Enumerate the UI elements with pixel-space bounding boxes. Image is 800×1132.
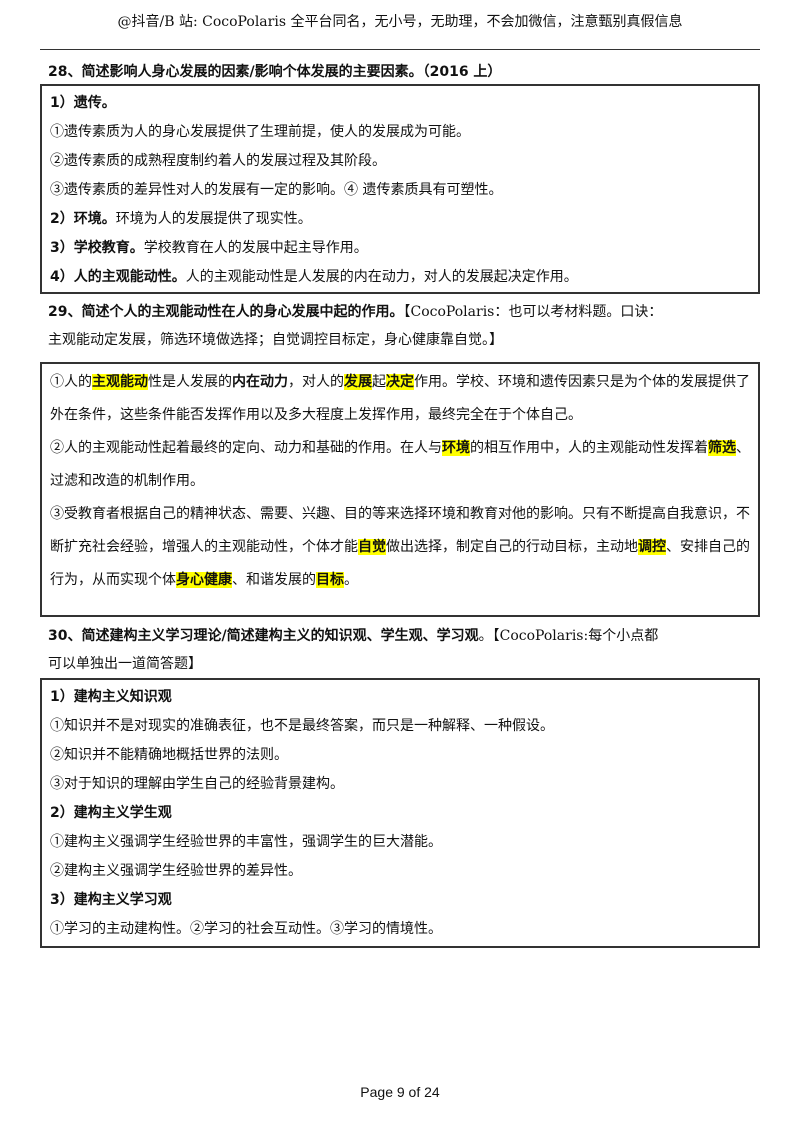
q28-line-4: ③遗传素质的差异性对人的发展有一定的影响。④ 遗传素质具有可塑性。 (50, 182, 503, 198)
q28-title: 28、简述影响人身心发展的因素/影响个体发展的主要因素。（2016 上） (48, 64, 502, 80)
text-run: ③受教育者根据自己的精神状态、需要、兴趣、目的等来选择环境和教育对他的影响。只有… (50, 506, 750, 555)
text-run: 、和谐发展的 (232, 572, 316, 588)
highlight-keyword: 环境 (442, 440, 470, 456)
q30-heading-3: 3）建构主义学习观 (50, 892, 172, 908)
q28-line-1: 1）遗传。 (50, 95, 116, 111)
q30-heading-1: 1）建构主义知识观 (50, 689, 172, 705)
q28-line-6: 3）学校教育。学校教育在人的发展中起主导作用。 (50, 234, 750, 263)
text-run: 起 (372, 374, 386, 390)
page-number: Page 9 of 24 (360, 1084, 440, 1100)
text-run: ，对人的 (288, 374, 344, 390)
q28-line-5-head: 2）环境。 (50, 211, 116, 227)
q30-title: 30、简述建构主义学习理论/简述建构主义的知识观、学生观、学习观。【CocoPo… (48, 622, 752, 678)
q28-line-3: ②遗传素质的成熟程度制约着人的发展过程及其阶段。 (50, 153, 386, 169)
highlight-keyword: 决定 (386, 374, 414, 390)
page-header: @抖音/B 站: CocoPolaris 全平台同名，无小号，无助理，不会加微信… (117, 14, 683, 30)
highlight-keyword: 身心健康 (176, 572, 232, 588)
text-run: 、过滤和改造的机制作用。 (50, 440, 750, 489)
text-run: 、安排自己的行为，从而实现个体 (50, 539, 750, 588)
text-run: 。 (344, 572, 358, 588)
bold-keyword: 内在动力 (232, 374, 288, 390)
q28-line-2: ①遗传素质为人的身心发展提供了生理前提，使人的发展成为可能。 (50, 124, 470, 140)
highlight-keyword: 自觉 (358, 539, 386, 555)
text-run: 的相互作用中，人的主观能动性发挥着 (470, 440, 708, 456)
q29-para-2: ②人的主观能动性起着最终的定向、动力和基础的作用。在人与环境的相互作用中，人的主… (50, 432, 750, 498)
q30-title-main: 30、简述建构主义学习理论/简述建构主义的知识观、学生观、学习观 (48, 628, 479, 644)
text-run: 性是人发展的 (148, 374, 232, 390)
q28-line-5: 2）环境。环境为人的发展提供了现实性。 (50, 205, 750, 234)
highlight-keyword: 主观能动 (92, 374, 148, 390)
text-run: ①人的 (50, 374, 92, 390)
q28-line-7: 4）人的主观能动性。人的主观能动性是人发展的内在动力，对人的发展起决定作用。 (50, 263, 750, 292)
q30-line-1-2: ②知识并不能精确地概括世界的法则。 (50, 747, 288, 763)
highlight-keyword: 发展 (344, 374, 372, 390)
highlight-keyword: 筛选 (708, 440, 736, 456)
q29-para-1: ①人的主观能动性是人发展的内在动力，对人的发展起决定作用。学校、环境和遗传因素只… (50, 366, 750, 432)
q30-title-note-2: 可以单独出一道简答题】 (48, 656, 202, 672)
q28-line-7-head: 4）人的主观能动性。 (50, 269, 186, 285)
q28-line-6-body: 学校教育在人的发展中起主导作用。 (143, 240, 368, 256)
q30-title-note: 。【CocoPolaris:每个小点都 (478, 628, 659, 644)
highlight-keyword: 调控 (638, 539, 666, 555)
header-divider (40, 49, 760, 50)
q30-line-2-2: ②建构主义强调学生经验世界的差异性。 (50, 863, 302, 879)
highlight-keyword: 目标 (316, 572, 344, 588)
q30-line-1-3: ③对于知识的理解由学生自己的经验背景建构。 (50, 776, 344, 792)
q28-answer-box: 1）遗传。 ①遗传素质为人的身心发展提供了生理前提，使人的发展成为可能。 ②遗传… (40, 84, 760, 294)
text-run: ②人的主观能动性起着最终的定向、动力和基础的作用。在人与 (50, 440, 442, 456)
q28-line-6-head: 3）学校教育。 (50, 240, 144, 256)
text-run: 做出选择，制定自己的行动目标，主动地 (386, 539, 638, 555)
text-run: 作用。学校、环境和遗传因素只是为个体的发展提供了外在条件，这些条件能否发挥作用以… (50, 374, 750, 423)
q30-line-1-1: ①知识并不是对现实的准确表征，也不是最终答案，而只是一种解释、一种假设。 (50, 718, 554, 734)
q29-answer-box: ①人的主观能动性是人发展的内在动力，对人的发展起决定作用。学校、环境和遗传因素只… (40, 362, 760, 617)
q30-answer-box: 1）建构主义知识观 ①知识并不是对现实的准确表征，也不是最终答案，而只是一种解释… (40, 678, 760, 948)
q29-title-main: 29、简述个人的主观能动性在人的身心发展中起的作用。 (48, 304, 404, 320)
q28-line-7-body: 人的主观能动性是人发展的内在动力，对人的发展起决定作用。 (185, 269, 578, 285)
q30-line-2-1: ①建构主义强调学生经验世界的丰富性，强调学生的巨大潜能。 (50, 834, 442, 850)
q29-para-3: ③受教育者根据自己的精神状态、需要、兴趣、目的等来选择环境和教育对他的影响。只有… (50, 498, 750, 597)
q29-mnemonic: 主观能动定发展，筛选环境做选择；自觉调控目标定，身心健康靠自觉。】 (48, 332, 503, 348)
q29-title-note: 【CocoPolaris：也可以考材料题。口诀： (403, 304, 663, 320)
q30-line-3-1: ①学习的主动建构性。②学习的社会互动性。③学习的情境性。 (50, 921, 442, 937)
q29-title: 29、简述个人的主观能动性在人的身心发展中起的作用。【CocoPolaris：也… (48, 298, 752, 354)
q30-heading-2: 2）建构主义学生观 (50, 805, 172, 821)
q28-line-5-body: 环境为人的发展提供了现实性。 (115, 211, 312, 227)
